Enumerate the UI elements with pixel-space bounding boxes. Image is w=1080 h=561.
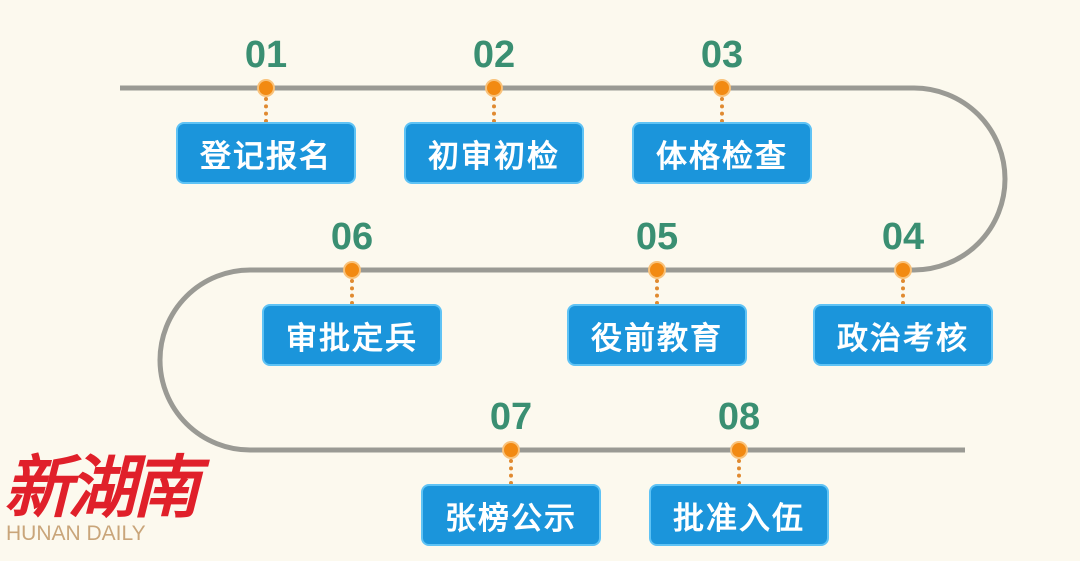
step-number: 02 bbox=[472, 34, 516, 76]
step-number: 06 bbox=[330, 216, 374, 258]
step-dot-icon bbox=[345, 263, 359, 277]
step-connector bbox=[350, 279, 354, 305]
step-dot-icon bbox=[715, 81, 729, 95]
step-box: 审批定兵 bbox=[262, 304, 442, 366]
step-box: 登记报名 bbox=[176, 122, 356, 184]
step-number: 07 bbox=[489, 396, 533, 438]
step-box: 役前教育 bbox=[567, 304, 747, 366]
step-box: 张榜公示 bbox=[421, 484, 601, 546]
step-number: 04 bbox=[881, 216, 925, 258]
step-number: 05 bbox=[635, 216, 679, 258]
step-dot-icon bbox=[650, 263, 664, 277]
step-connector bbox=[264, 97, 268, 123]
step-box: 批准入伍 bbox=[649, 484, 829, 546]
step-box: 初审初检 bbox=[404, 122, 584, 184]
step-number: 03 bbox=[700, 34, 744, 76]
step-box: 体格检查 bbox=[632, 122, 812, 184]
hunan-daily-logo: 新湖南 HUNAN DAILY bbox=[4, 448, 200, 546]
step-connector bbox=[655, 279, 659, 305]
step-dot-icon bbox=[487, 81, 501, 95]
step-dot-icon bbox=[896, 263, 910, 277]
step-connector bbox=[737, 459, 741, 485]
logo-english: HUNAN DAILY bbox=[6, 522, 146, 545]
step-box: 政治考核 bbox=[813, 304, 993, 366]
step-number: 08 bbox=[717, 396, 761, 438]
step-connector bbox=[492, 97, 496, 123]
step-dot-icon bbox=[259, 81, 273, 95]
step-connector bbox=[720, 97, 724, 123]
step-connector bbox=[901, 279, 905, 305]
step-number: 01 bbox=[244, 34, 288, 76]
step-dot-icon bbox=[504, 443, 518, 457]
step-dot-icon bbox=[732, 443, 746, 457]
step-connector bbox=[509, 459, 513, 485]
logo-chinese: 新湖南 bbox=[4, 448, 200, 528]
